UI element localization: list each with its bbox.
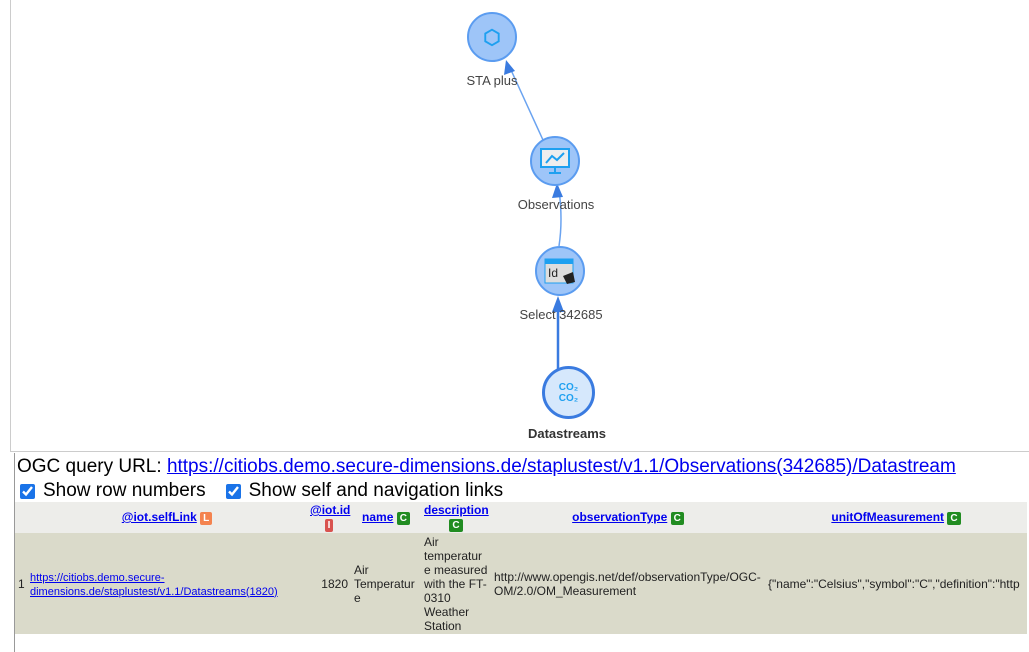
cell-name: Air Temperature — [351, 533, 421, 634]
table-row: 1 https://citiobs.demo.secure-dimensions… — [15, 533, 1027, 634]
node-label: Observations — [517, 197, 595, 212]
header-observation-type[interactable]: observationType C — [491, 502, 765, 533]
query-url-link[interactable]: https://citiobs.demo.secure-dimensions.d… — [166, 456, 956, 477]
table-select-icon: Id — [544, 258, 575, 284]
query-url-line: OGC query URL: https://citiobs.demo.secu… — [17, 456, 1029, 478]
header-link[interactable]: name — [362, 510, 394, 524]
header-link[interactable]: @iot.id — [310, 503, 351, 517]
type-badge: C — [670, 512, 684, 525]
type-badge: C — [449, 519, 463, 532]
cell-unit: {"name":"Celsius","symbol":"C","definiti… — [765, 533, 1027, 634]
cell-description: Air temperature measured with the FT-031… — [421, 533, 491, 634]
show-links-checkbox[interactable] — [225, 483, 241, 499]
graph-edges — [504, 60, 564, 385]
cell-observation-type: http://www.opengis.net/def/observationTy… — [491, 533, 765, 634]
type-badge: C — [947, 512, 961, 525]
type-badge: L — [200, 512, 213, 525]
header-unit[interactable]: unitOfMeasurement C — [765, 502, 1027, 533]
checkbox-label: Show self and navigation links — [248, 480, 504, 501]
type-badge: I — [324, 519, 334, 532]
cell-selflink: https://citiobs.demo.secure-dimensions.d… — [27, 533, 307, 634]
header-selflink[interactable]: @iot.selfLink L — [27, 502, 307, 533]
node-label: STA plus — [466, 73, 518, 88]
show-row-numbers-checkbox[interactable] — [20, 483, 35, 499]
graph-panel[interactable]: ⬡ STA plus Observations Id Select 342685… — [10, 0, 1029, 452]
ogc-logo-icon: ⬡ — [483, 26, 501, 49]
self-link[interactable]: https://citiobs.demo.secure-dimensions.d… — [30, 571, 278, 598]
header-link[interactable]: @iot.selfLink — [121, 510, 197, 524]
header-link[interactable]: unitOfMeasurement — [831, 510, 945, 524]
node-observations[interactable] — [530, 136, 580, 186]
checkbox-label: Show row numbers — [43, 480, 206, 501]
node-label: Datastreams — [527, 426, 607, 441]
query-url-label: OGC query URL: — [17, 456, 162, 477]
svg-text:Id: Id — [548, 266, 558, 280]
type-badge: C — [396, 512, 410, 525]
monitor-chart-icon — [540, 148, 570, 174]
node-label: Select 342685 — [519, 307, 603, 322]
header-name[interactable]: name C — [351, 502, 421, 533]
header-link[interactable]: description — [424, 503, 489, 517]
node-select[interactable]: Id — [535, 246, 585, 296]
header-link[interactable]: observationType — [572, 510, 668, 524]
cell-id: 1820 — [307, 533, 351, 634]
show-row-numbers-option[interactable]: Show row numbers — [20, 480, 206, 502]
show-links-option[interactable]: Show self and navigation links — [225, 480, 504, 502]
node-sta-plus[interactable]: ⬡ — [467, 12, 517, 62]
row-number: 1 — [15, 533, 27, 634]
